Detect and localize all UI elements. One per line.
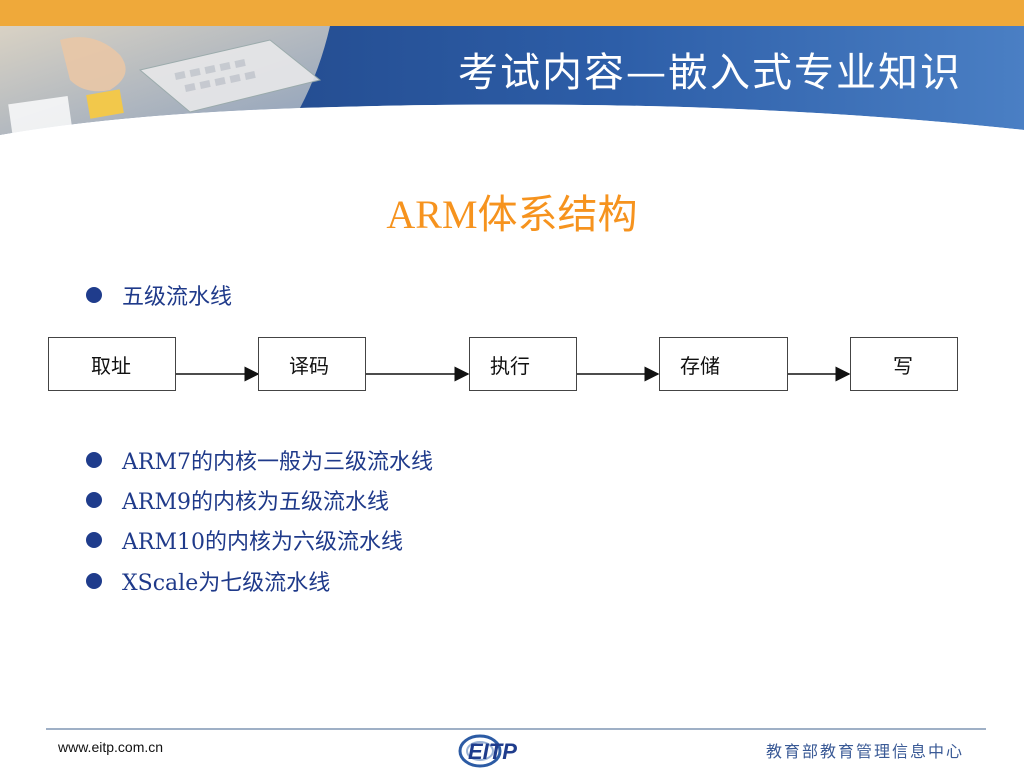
pipeline-stage-decode: 译码 bbox=[258, 337, 366, 391]
bullet-text: XScale为七级流水线 bbox=[122, 571, 331, 596]
footer-divider bbox=[46, 728, 986, 730]
pipeline-stage-fetch: 取址 bbox=[48, 337, 176, 391]
bullet-dot bbox=[86, 492, 102, 508]
pipeline-stage-label: 存储 bbox=[680, 353, 720, 378]
bullet-item: ARM10的内核为六级流水线 bbox=[86, 523, 403, 557]
bullet-dot bbox=[86, 287, 102, 303]
footer-url: www.eitp.com.cn bbox=[58, 739, 164, 755]
footer-organization: 教育部教育管理信息中心 bbox=[765, 742, 964, 761]
hand-illustration bbox=[60, 37, 126, 92]
keyboard-illustration bbox=[138, 39, 322, 113]
bullet-item: XScale为七级流水线 bbox=[86, 564, 330, 598]
bullet-text: 五级流水线 bbox=[122, 285, 233, 310]
pipeline-stage-label: 写 bbox=[893, 353, 913, 378]
pipeline-stage-execute: 执行 bbox=[469, 337, 577, 391]
pipeline-stage-label: 执行 bbox=[490, 353, 530, 378]
header-band: 考试内容—嵌入式专业知识 bbox=[0, 0, 1024, 140]
bullet-item: ARM7的内核一般为三级流水线 bbox=[86, 443, 433, 477]
bullet-item: 五级流水线 bbox=[86, 278, 232, 312]
pipeline-stage-label: 译码 bbox=[289, 353, 329, 378]
pipeline-stage-memory: 存储 bbox=[659, 337, 788, 391]
eitp-logo-icon: EITP bbox=[458, 734, 517, 768]
bullet-text: ARM9的内核为五级流水线 bbox=[122, 490, 389, 515]
bullet-item: ARM9的内核为五级流水线 bbox=[86, 483, 389, 517]
pipeline-stage-writeback: 写 bbox=[850, 337, 958, 391]
bullet-text: ARM10的内核为六级流水线 bbox=[122, 530, 403, 555]
bullet-dot bbox=[86, 573, 102, 589]
slide-title: 考试内容—嵌入式专业知识 bbox=[458, 50, 962, 96]
svg-text:EITP: EITP bbox=[468, 739, 517, 764]
bullet-text: ARM7的内核一般为三级流水线 bbox=[122, 450, 433, 475]
bullet-dot bbox=[86, 532, 102, 548]
section-heading: ARM体系结构 bbox=[386, 192, 638, 237]
header-graphic bbox=[0, 0, 1024, 140]
pipeline-stage-label: 取址 bbox=[91, 353, 131, 378]
bullet-dot bbox=[86, 452, 102, 468]
